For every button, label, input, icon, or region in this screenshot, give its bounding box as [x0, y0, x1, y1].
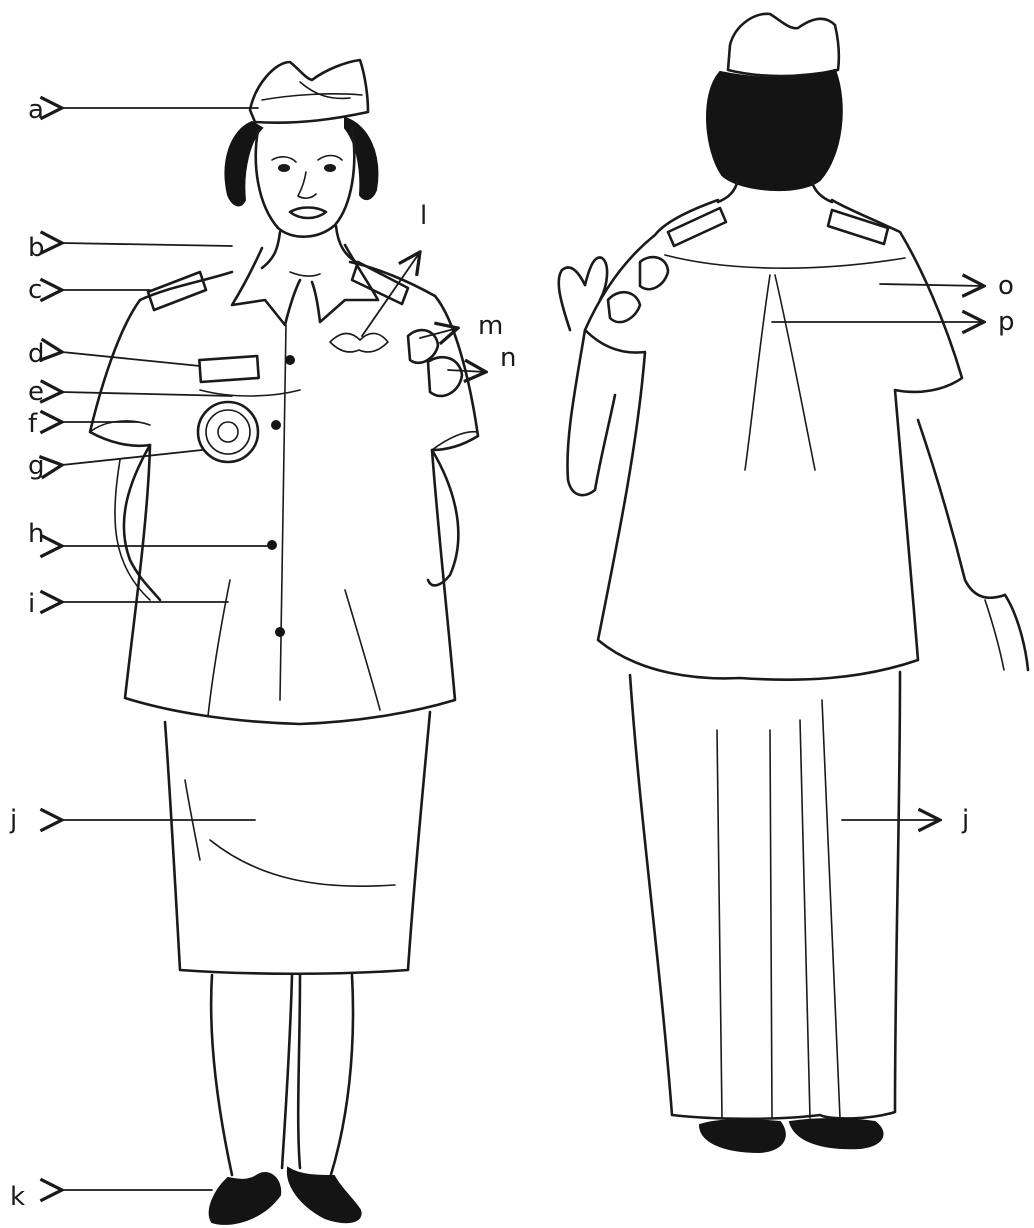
back-figure	[559, 14, 1028, 1152]
front-button-2	[272, 421, 280, 429]
label-l: l	[420, 201, 427, 231]
label-m: m	[478, 311, 503, 341]
front-button-3	[268, 541, 276, 549]
back-shoe-left	[700, 1120, 785, 1152]
label-b: b	[28, 233, 45, 263]
back-pleat	[745, 275, 770, 470]
label-p: p	[998, 307, 1015, 337]
front-wing-badge	[330, 333, 388, 352]
label-i: i	[28, 589, 35, 619]
front-button-4	[276, 628, 284, 636]
back-trousers	[630, 672, 900, 1119]
label-j-front: j	[9, 805, 17, 835]
label-h: h	[28, 519, 44, 549]
front-figure	[90, 60, 478, 1224]
back-shirt	[585, 200, 962, 680]
front-cap	[250, 60, 368, 123]
back-yoke	[665, 255, 905, 268]
back-hair	[707, 70, 842, 190]
label-e: e	[28, 377, 44, 407]
front-collar	[232, 248, 300, 325]
label-a: a	[28, 95, 44, 125]
label-c: c	[28, 275, 42, 305]
back-cap	[728, 14, 839, 76]
callout-labels: a b c d e f g h i j k l m n o p j	[9, 95, 1015, 1212]
front-sleeve-patch-2	[428, 357, 462, 396]
label-j-back: j	[961, 805, 969, 835]
label-n: n	[500, 343, 516, 373]
back-shoe-right	[790, 1119, 883, 1148]
front-skirt	[165, 712, 430, 974]
label-g: g	[28, 451, 45, 481]
label-o: o	[998, 271, 1014, 301]
label-d: d	[28, 339, 45, 369]
front-epaulet-left	[148, 272, 206, 310]
callout-arrows	[62, 108, 984, 1190]
front-face	[256, 128, 354, 237]
front-shoe-left	[210, 1173, 281, 1224]
label-f: f	[28, 409, 38, 439]
front-shoe-right	[288, 1168, 361, 1222]
label-k: k	[10, 1182, 25, 1212]
front-button-1	[286, 356, 294, 364]
front-name-tag	[199, 356, 258, 382]
front-rosette	[198, 402, 258, 462]
